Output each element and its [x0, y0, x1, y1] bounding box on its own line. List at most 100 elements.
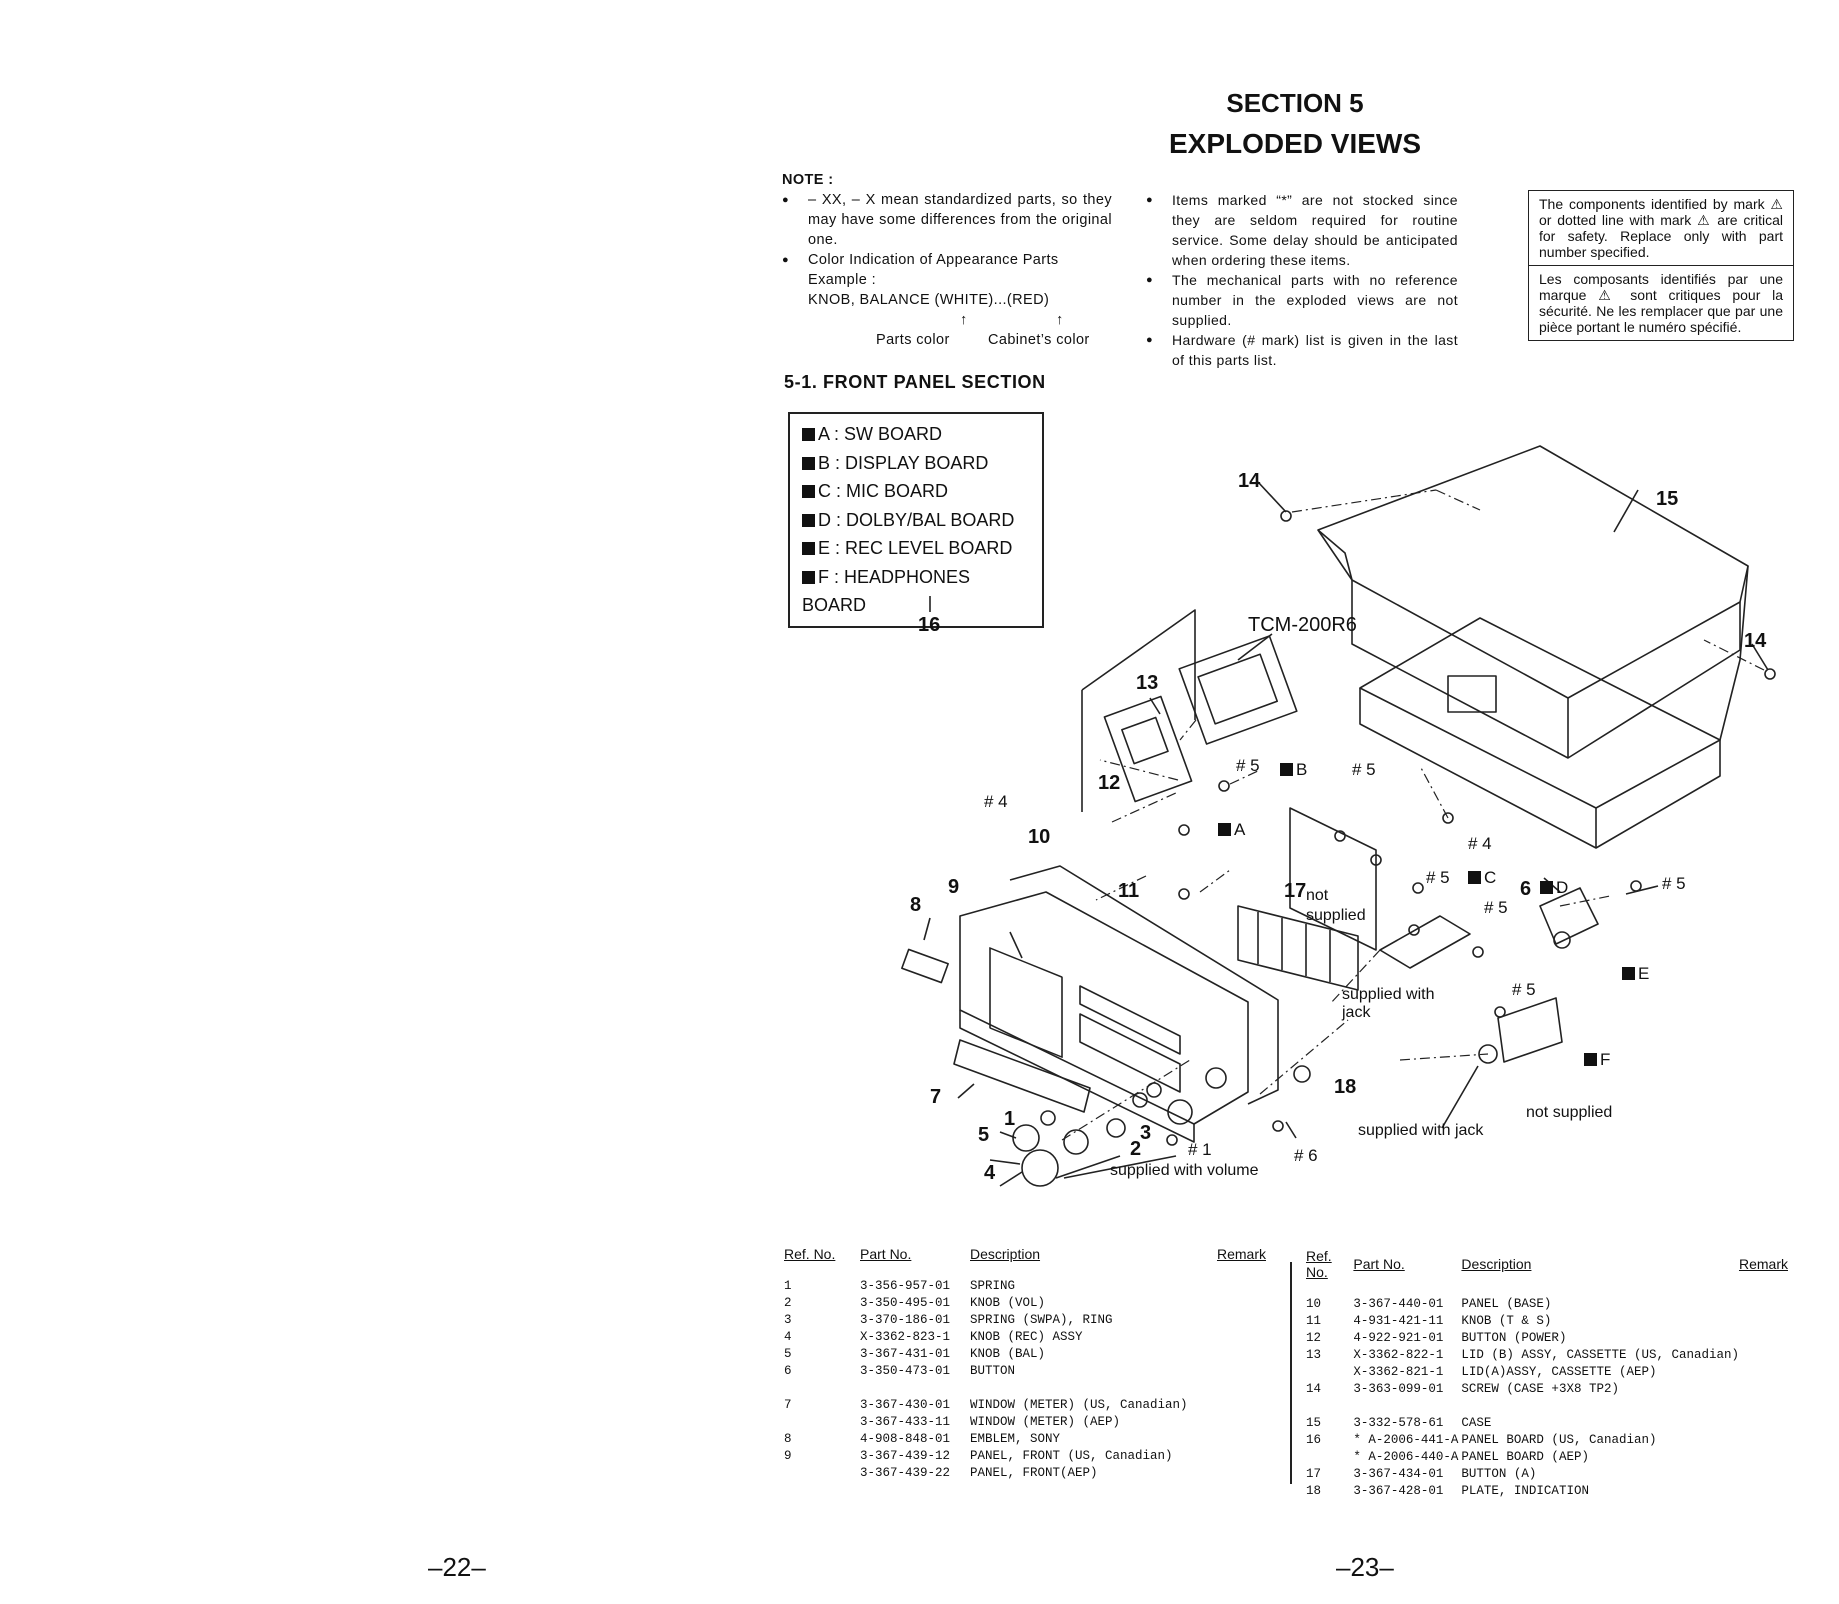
black-square-icon	[1280, 763, 1293, 776]
hardware-label: # 5	[1484, 898, 1508, 917]
board-legend-item: A : SW BOARD	[802, 420, 1030, 449]
chassis-outline	[1359, 617, 1721, 809]
hardware-label: # 5	[1352, 760, 1376, 779]
note-block: NOTE : – XX, – X mean standardized parts…	[782, 170, 1112, 350]
callout-5: 5	[978, 1124, 990, 1146]
section-number: SECTION 5	[1226, 88, 1364, 118]
not-supplied-label: not supplied	[1306, 887, 1366, 924]
callout-6: 6	[1520, 878, 1532, 900]
hardware-label: # 6	[1294, 1146, 1318, 1165]
callout-12: 12	[1098, 772, 1121, 794]
note2-block: Items marked “*” are not stocked since t…	[1146, 190, 1458, 370]
safety-warning-en: The components identified by mark ⚠ or d…	[1529, 191, 1793, 266]
callout-2: 2	[1130, 1138, 1142, 1160]
callout-18: 18	[1334, 1076, 1357, 1098]
black-square-icon	[1622, 967, 1635, 980]
display-board-outline	[1289, 807, 1377, 951]
black-square-icon	[802, 513, 815, 527]
safety-warning-fr: Les composants identifiés par une marque…	[1539, 271, 1783, 335]
col-remark: Remark	[1216, 1246, 1266, 1262]
subsection-title: 5-1. FRONT PANEL SECTION	[784, 372, 1046, 392]
note2-item: The mechanical parts with no reference n…	[1146, 270, 1458, 330]
board-legend-item: B : DISPLAY BOARD	[802, 449, 1030, 478]
note2-item: Hardware (# mark) list is given in the l…	[1146, 330, 1458, 370]
black-square-icon	[802, 428, 815, 441]
note-item: Color Indication of Appearance Parts	[782, 250, 1112, 270]
black-square-icon	[1468, 871, 1481, 884]
col-ref: Ref. No.	[1306, 1248, 1332, 1280]
callout-13: 13	[1136, 672, 1159, 694]
table-divider	[1290, 1262, 1292, 1484]
arrow-up-icon: ↑	[1056, 312, 1064, 328]
callout-15: 15	[1656, 488, 1679, 510]
front-panel-outline	[959, 891, 1249, 1125]
callout-11: 11	[1118, 880, 1140, 902]
board-legend: A : SW BOARD B : DISPLAY BOARD C : MIC B…	[788, 412, 1044, 628]
hardware-label: # 5	[1662, 874, 1686, 893]
note-example-text: KNOB, BALANCE (WHITE)...(RED)	[808, 292, 1050, 308]
board-callout-d: D	[1540, 878, 1568, 898]
hardware-label: # 4	[1468, 834, 1492, 853]
board-callout-f: F	[1584, 1050, 1610, 1070]
board-legend-item: D : DOLBY/BAL BOARD	[802, 506, 1030, 535]
note2-list: Items marked “*” are not stocked since t…	[1146, 190, 1458, 370]
callout-14: 14	[1744, 630, 1767, 652]
supplied-with-volume-label: supplied with volume	[1110, 1162, 1259, 1179]
note2-item: Items marked “*” are not stocked since t…	[1146, 190, 1458, 270]
table-spacer	[1306, 1398, 1788, 1415]
hardware-label: # 5	[1236, 756, 1260, 775]
black-square-icon	[802, 485, 815, 498]
board-callout-c: C	[1468, 868, 1496, 888]
col-part: Part No.	[860, 1246, 912, 1262]
callout-4: 4	[984, 1162, 996, 1184]
board-callout-b: B	[1280, 760, 1307, 780]
callout-17: 17	[1284, 880, 1307, 902]
callout-3: 3	[1140, 1122, 1152, 1144]
arrow-up-icon: ↑	[960, 312, 968, 328]
note-item: – XX, – X mean standardized parts, so th…	[782, 190, 1112, 250]
section-title: EXPLODED VIEWS	[1168, 128, 1422, 159]
screw-icons	[1166, 510, 1776, 1146]
cabinet-color-label: Cabinet’s color	[988, 332, 1090, 348]
note-example-label: Example :	[808, 272, 877, 288]
callout-7: 7	[930, 1086, 942, 1108]
supplied-with-jack-label: supplied with jack	[1342, 986, 1435, 1021]
hardware-label: # 5	[1426, 868, 1450, 887]
board-legend-item: C : MIC BOARD	[802, 477, 1030, 506]
hardware-label: # 5	[1512, 980, 1536, 999]
page-number-left: –22–	[428, 1552, 486, 1582]
col-desc: Description	[1461, 1256, 1532, 1272]
col-remark: Remark	[1738, 1256, 1788, 1272]
table-spacer	[784, 1380, 1266, 1397]
callout-16: 16	[918, 614, 941, 636]
col-desc: Description	[970, 1246, 1041, 1262]
note-heading: NOTE :	[782, 172, 834, 188]
callout-9: 9	[948, 876, 960, 898]
callout-1: 1	[1004, 1108, 1016, 1130]
black-square-icon	[802, 542, 815, 555]
black-square-icon	[802, 570, 815, 584]
note-list: – XX, – X mean standardized parts, so th…	[782, 190, 1112, 270]
